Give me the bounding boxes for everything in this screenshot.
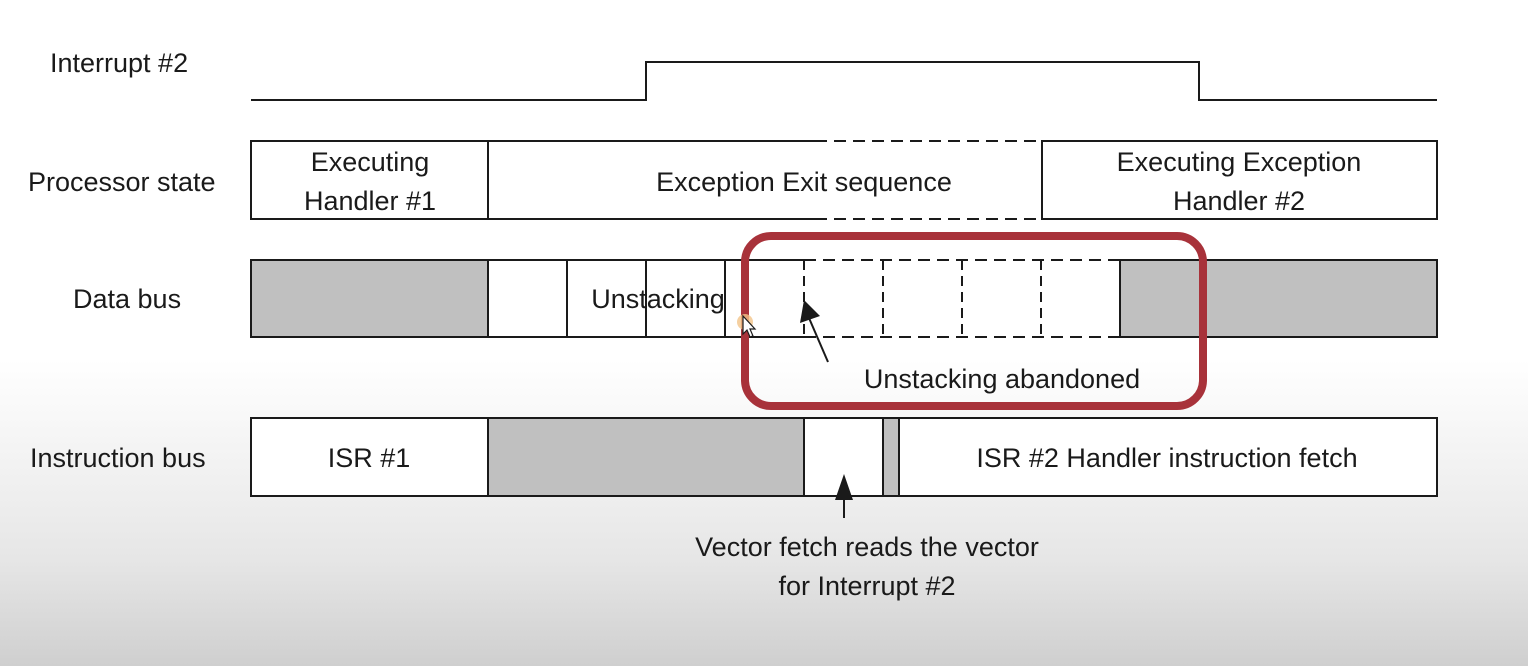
isr1-label: ISR #1: [328, 443, 411, 473]
instr-busy: [487, 417, 805, 497]
state-executing-handler-1: [250, 140, 489, 220]
data-bus-row: Unstacking: [250, 259, 1438, 338]
vector-fetch-line1: Vector fetch reads the vector: [695, 532, 1039, 562]
abandoned-arrow-head: [800, 300, 820, 323]
interrupt-waveform: [251, 61, 1437, 101]
unstacking-label: Unstacking: [591, 284, 725, 314]
row-label-data-bus: Data bus: [73, 284, 181, 314]
row-label-processor-state: Processor state: [28, 167, 216, 197]
row-label-instruction-bus: Instruction bus: [30, 443, 206, 473]
instr-isr1: [250, 417, 489, 497]
instruction-bus-row: ISR #1 ISR #2 Handler instruction fetch: [250, 417, 1438, 497]
state-seg3-line1: Executing Exception: [1117, 147, 1362, 177]
instr-small-gap: [882, 417, 900, 497]
state-seg3-line2: Handler #2: [1173, 186, 1305, 216]
isr2-label: ISR #2 Handler instruction fetch: [976, 443, 1357, 473]
processor-state-row: Executing Handler #1 Exception Exit sequ…: [250, 140, 1438, 220]
abandoned-arrow-line: [808, 317, 829, 363]
row-label-interrupt: Interrupt #2: [50, 48, 188, 78]
vector-arrow-head: [835, 474, 853, 500]
instr-isr2: [898, 417, 1438, 497]
state-seg2-label: Exception Exit sequence: [656, 167, 952, 197]
vector-fetch-line2: for Interrupt #2: [778, 571, 955, 601]
data-bus-busy-2: [1119, 259, 1438, 338]
state-executing-handler-2: [1041, 140, 1438, 220]
unstacking-abandoned-label: Unstacking abandoned: [864, 364, 1140, 394]
mouse-cursor-icon: [737, 314, 757, 338]
data-bus-busy-1: [250, 259, 489, 338]
state-seg1-line2: Handler #1: [304, 186, 436, 216]
state-seg1-line1: Executing: [311, 147, 430, 177]
